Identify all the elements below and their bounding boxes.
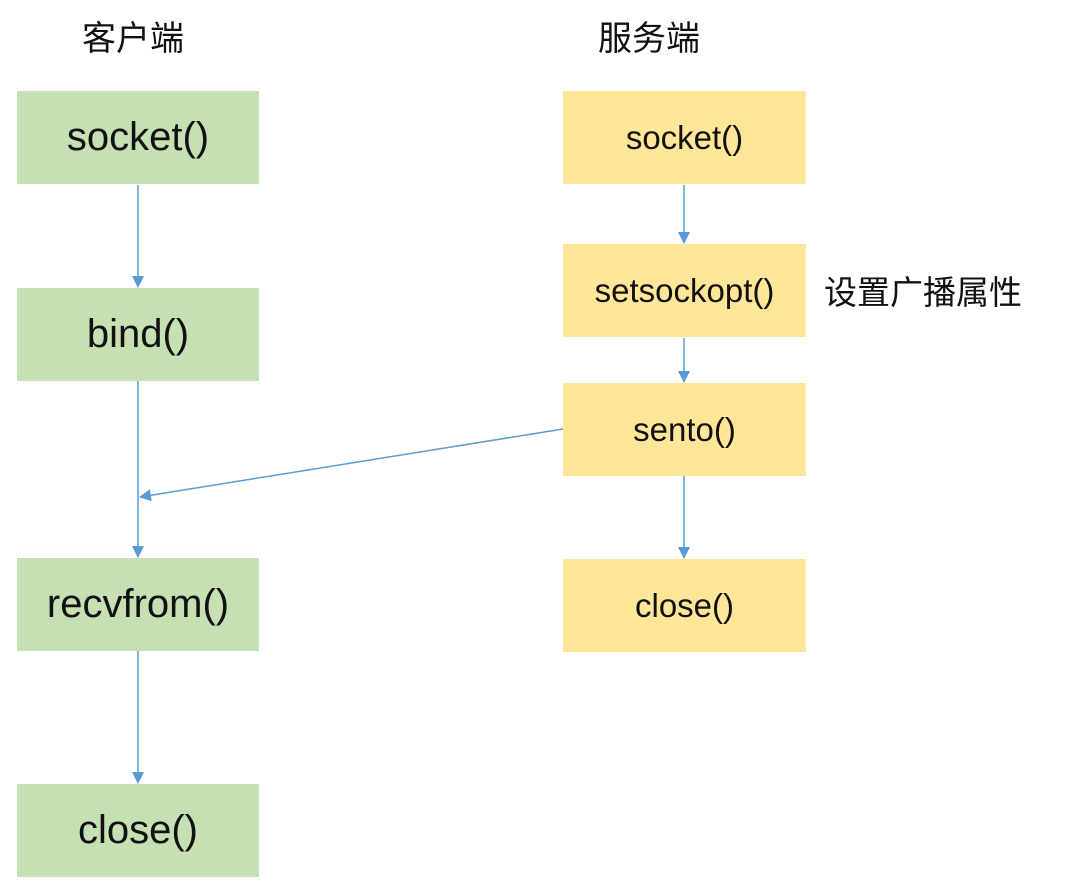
server-box-close: [563, 559, 806, 652]
server-step-socket: socket(): [563, 91, 806, 184]
server-box-socket: [563, 91, 806, 184]
client-step-close: close(): [17, 784, 259, 877]
client-box-recvfrom: [17, 558, 259, 651]
client-step-bind: bind(): [17, 288, 259, 381]
server-step-label: setsockopt(): [594, 271, 775, 309]
client-step-label: recvfrom(): [46, 582, 230, 626]
server-box-setsockopt: [563, 244, 806, 337]
client-box-bind: [17, 288, 259, 381]
server-step-sento: sento(): [563, 383, 806, 476]
client-step-socket: socket(): [17, 91, 259, 184]
client-step-label: bind(): [86, 312, 190, 356]
server-step-label: sento(): [633, 410, 736, 448]
broadcast-option-note: 设置广播属性: [824, 273, 1022, 312]
server-step-label: socket(): [625, 118, 744, 156]
server-box-sento: [563, 383, 806, 476]
server-step-close: close(): [563, 559, 806, 652]
server-header: 服务端: [598, 19, 700, 59]
client-step-recvfrom: recvfrom(): [17, 558, 259, 651]
server-step-setsockopt: setsockopt(): [563, 244, 806, 337]
client-box-socket: [17, 91, 259, 184]
arrow-sento-to-client: [139, 428, 564, 502]
client-step-label: socket(): [66, 115, 210, 159]
client-header: 客户端: [82, 19, 184, 59]
server-step-label: close(): [634, 586, 735, 624]
client-box-close: [17, 784, 259, 877]
client-step-label: close(): [77, 808, 199, 852]
